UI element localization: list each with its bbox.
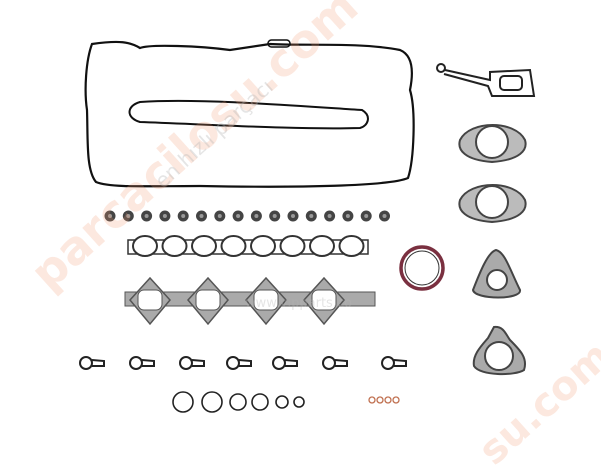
valve-stem-seal-hole xyxy=(382,214,387,218)
intake-port xyxy=(161,235,188,257)
valve-stem-seals xyxy=(104,210,390,222)
gasket-set-illustration xyxy=(79,39,536,413)
copper-washer xyxy=(392,396,400,404)
intake-port xyxy=(338,235,365,257)
valve-stem-seal-hole xyxy=(217,214,222,218)
valve-stem-seal-hole xyxy=(327,214,332,218)
small-gasket-tab xyxy=(393,359,407,367)
valve-stem-seal-hole xyxy=(345,214,350,218)
o-ring xyxy=(201,391,223,413)
exhaust-port xyxy=(195,289,221,311)
o-rings-row xyxy=(172,391,305,413)
intake-port xyxy=(250,235,276,257)
valve-cover-oval xyxy=(267,39,291,48)
valve-stem-seal-hole xyxy=(236,214,241,218)
intake-port xyxy=(309,235,335,257)
o-ring xyxy=(229,393,247,411)
valve-stem-seal-hole xyxy=(144,214,149,218)
valve-stem-seal-hole xyxy=(291,214,295,218)
exhaust-port xyxy=(311,289,337,311)
small-gasket xyxy=(381,356,395,370)
small-gasket xyxy=(129,356,143,370)
exhaust-port xyxy=(253,289,279,311)
three-bolt-gasket xyxy=(472,325,526,376)
egr-gasket xyxy=(436,63,536,97)
small-gasket-tab xyxy=(334,359,348,367)
small-gasket-tab xyxy=(238,359,252,367)
small-gasket-tab xyxy=(91,359,105,367)
small-gasket xyxy=(79,356,93,370)
valve-stem-seal-hole xyxy=(309,214,314,218)
watermark: www.vipparts.co xyxy=(245,296,353,311)
round-gasket-2 xyxy=(458,184,527,224)
small-gasket-tab xyxy=(284,359,298,367)
intake-gasket-frame xyxy=(127,239,369,255)
crankshaft-seal xyxy=(399,245,445,291)
small-gasket xyxy=(179,356,193,370)
valve-stem-seal-hole xyxy=(162,214,167,218)
intake-port xyxy=(279,235,306,257)
exhaust-manifold-gasket xyxy=(124,276,376,326)
o-ring xyxy=(275,395,289,409)
valve-stem-seal-hole xyxy=(272,214,277,218)
o-ring xyxy=(251,393,269,411)
o-ring xyxy=(172,391,194,413)
copper-washer xyxy=(384,396,392,404)
small-gasket-tab xyxy=(191,359,205,367)
valve-stem-seal-hole xyxy=(126,214,131,218)
small-gasket xyxy=(226,356,240,370)
intake-manifold-gasket xyxy=(127,235,369,257)
spark-plug-tube-gasket xyxy=(128,99,369,130)
intake-port xyxy=(191,235,217,257)
valve-stem-seal-hole xyxy=(254,214,259,218)
triangle-turbo-gasket xyxy=(471,248,521,299)
valve-stem-seal-hole xyxy=(364,214,369,218)
copper-washer xyxy=(368,396,376,404)
valve-stem-seal-hole xyxy=(199,214,204,218)
small-gaskets-row xyxy=(79,356,407,370)
copper-washer xyxy=(376,396,384,404)
round-gasket-1 xyxy=(458,124,527,164)
small-gasket xyxy=(272,356,286,370)
valve-stem-seal-hole xyxy=(108,214,112,218)
small-gasket-tab xyxy=(141,359,155,367)
valve-cover-gasket xyxy=(84,40,415,188)
small-gasket xyxy=(322,356,336,370)
copper-washers xyxy=(368,396,400,404)
o-ring xyxy=(293,396,305,408)
intake-port xyxy=(132,235,158,257)
exhaust-port xyxy=(137,289,163,311)
intake-port xyxy=(220,235,247,257)
valve-stem-seal-hole xyxy=(181,214,186,218)
